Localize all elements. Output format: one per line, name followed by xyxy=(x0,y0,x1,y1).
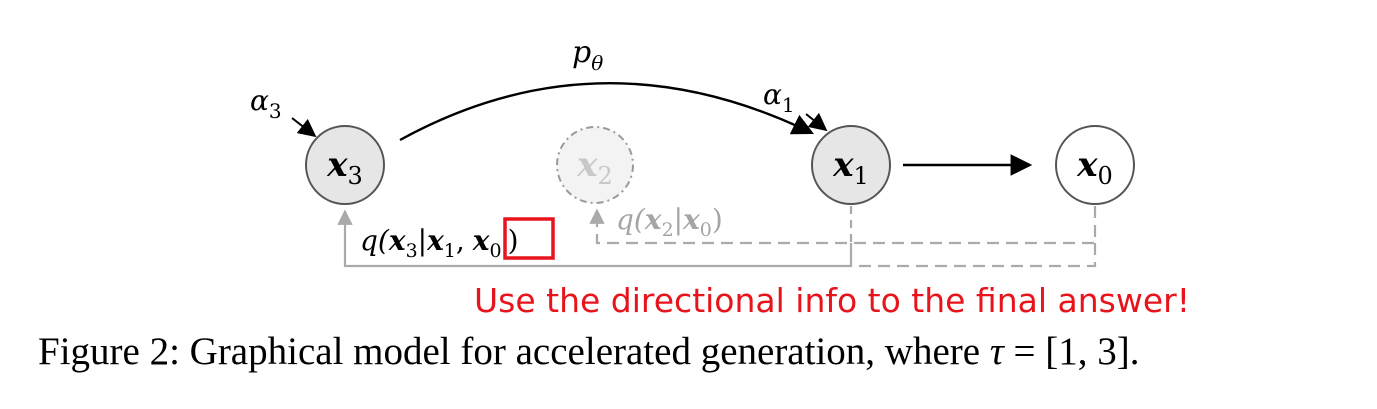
alpha3-label: α3 xyxy=(250,84,282,123)
q-x3-edge xyxy=(337,209,853,268)
highlight-box xyxy=(503,217,555,260)
q-x2-label: q(x2|x0) xyxy=(616,203,723,241)
annotation-text: Use the directional info to the final an… xyxy=(474,281,1190,320)
node-x3 xyxy=(305,125,385,205)
alpha1-label: α1 xyxy=(763,78,795,117)
node-x1 xyxy=(811,125,891,205)
figure-caption: Figure 2: Graphical model for accelerate… xyxy=(38,330,1140,373)
p-theta-edge xyxy=(399,82,814,142)
node-x2 xyxy=(556,126,634,204)
alpha1-arrow xyxy=(805,112,828,132)
node-x0 xyxy=(1055,125,1135,205)
alpha3-arrow xyxy=(291,117,317,138)
node-x0-label: x0 xyxy=(1076,145,1113,190)
node-x3-label: x3 xyxy=(326,145,363,190)
node-x1-label: x1 xyxy=(832,145,869,190)
q-x3-label: q(x3|x1,x0) xyxy=(360,224,519,262)
p-theta-label: pθ xyxy=(572,35,603,75)
node-x2-label: x2 xyxy=(576,145,613,190)
x0-lower-dashed xyxy=(851,243,1097,268)
q-x2-edge xyxy=(589,206,1097,245)
